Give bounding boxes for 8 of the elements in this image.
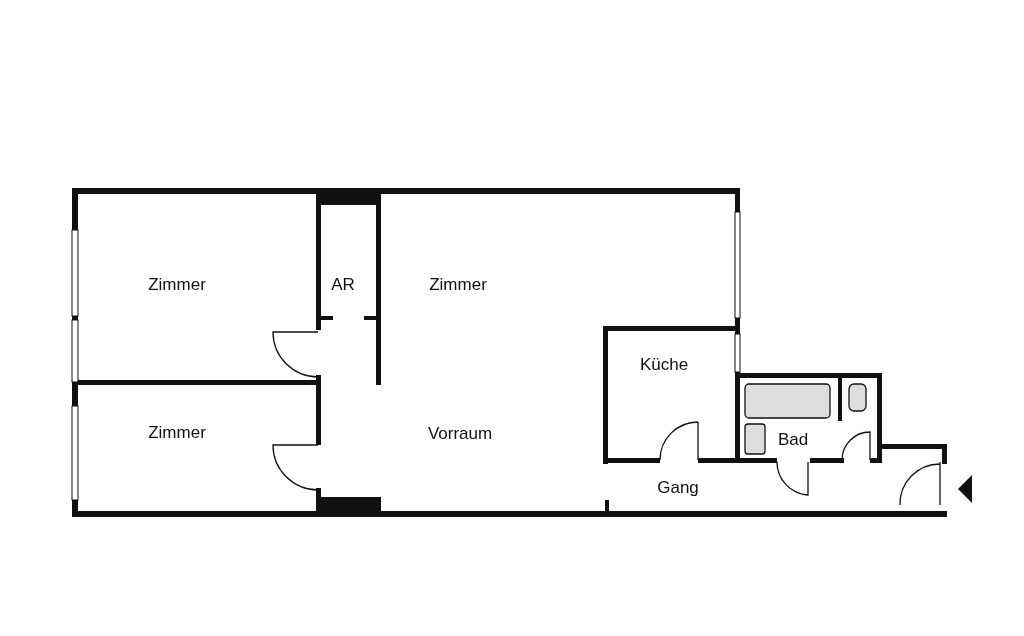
room-label: Zimmer bbox=[148, 423, 206, 443]
room-label: Küche bbox=[639, 355, 689, 375]
room-label: Bad bbox=[777, 430, 809, 450]
room-label: Vorraum bbox=[427, 424, 493, 444]
room-label: Zimmer bbox=[148, 275, 206, 295]
room-label: AR bbox=[331, 275, 355, 295]
room-label: Zimmer bbox=[429, 275, 487, 295]
room-label: Gang bbox=[657, 478, 699, 498]
